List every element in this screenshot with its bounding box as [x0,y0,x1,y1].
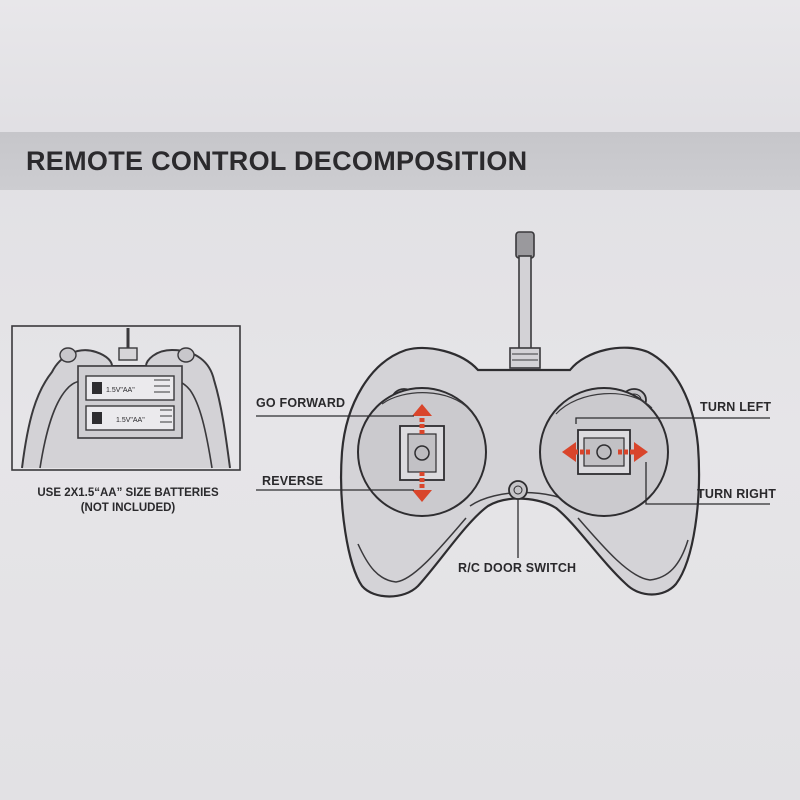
battery-note-line2: (NOT INCLUDED) [80,502,176,514]
battery-terminal-bottom [92,412,102,424]
turn-right-leader [645,462,770,505]
turn-left-arrow-icon [562,442,576,462]
door-switch-button-ring [513,485,523,495]
go-forward-label: GO FORWARD [256,396,346,410]
remote-controller [256,231,770,598]
inset-cable-boot [118,347,138,361]
antenna-base [509,347,541,369]
right-grip-contour [577,517,689,581]
battery-note: USE 2X1.5“AA” SIZE BATTERIES (NOT INCLUD… [14,486,242,516]
turn-left-label: TURN LEFT [700,400,772,414]
battery-cell-bottom-label: 1.5V"AA" [116,417,145,424]
left-grip-contour [357,517,467,583]
door-switch-label: R/C DOOR SWITCH [458,561,577,575]
battery-terminal-top [92,382,102,394]
inset-shoulder-button-right [177,347,195,363]
battery-spring-bottom [160,409,172,423]
turn-right-arrow-icon [634,442,648,462]
right-pad-rim [555,392,653,415]
battery-spring-top [154,379,170,393]
turn-right-label: TURN RIGHT [697,487,777,501]
inset-shoulder-button-left [59,347,77,363]
section-header-band [0,132,800,190]
forward-arrow-icon [412,404,432,416]
reverse-label: REVERSE [262,474,324,488]
page-top-area [0,0,800,128]
antenna-tip [515,231,535,259]
battery-inset-frame [11,325,241,471]
antenna-base-ridges [512,353,538,361]
battery-note-line1: USE 2X1.5“AA” SIZE BATTERIES [37,487,219,499]
battery-cell-top-label: 1.5V"AA" [106,387,135,394]
steering-stick-knob[interactable] [596,444,612,460]
turn-left-leader [575,417,770,424]
section-title: REMOTE CONTROL DECOMPOSITION [26,146,528,176]
door-switch-button[interactable] [508,480,528,500]
left-pad-rim [381,392,471,411]
reverse-arrow-icon [412,490,432,502]
battery-inset: 1.5V"AA" 1.5V"AA" [11,325,241,471]
antenna-rod [518,255,532,353]
forward-reverse-stick-knob[interactable] [414,445,430,461]
